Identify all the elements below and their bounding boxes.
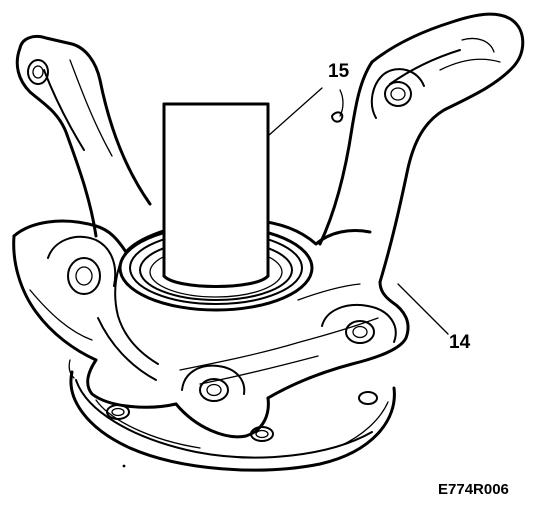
bolt-hole-right [358, 391, 378, 405]
press-tool-cylinder [162, 102, 270, 288]
callout-15: 15 [328, 61, 350, 82]
right-attachment-lug [321, 304, 397, 344]
hub-flange [68, 359, 396, 472]
leader-line-14 [397, 283, 449, 335]
callout-14: 14 [449, 332, 471, 353]
bolt-hole-bottom [250, 426, 274, 442]
stray-dot [122, 464, 126, 468]
lower-left-boss [47, 235, 117, 295]
bottom-center-lug [181, 364, 246, 402]
leader-line-15 [267, 87, 323, 137]
upper-right-mount-eye [370, 68, 425, 119]
marker-detail [331, 89, 344, 123]
upper-left-mount-eye [27, 59, 49, 85]
figure-code: E774R006 [438, 481, 509, 498]
